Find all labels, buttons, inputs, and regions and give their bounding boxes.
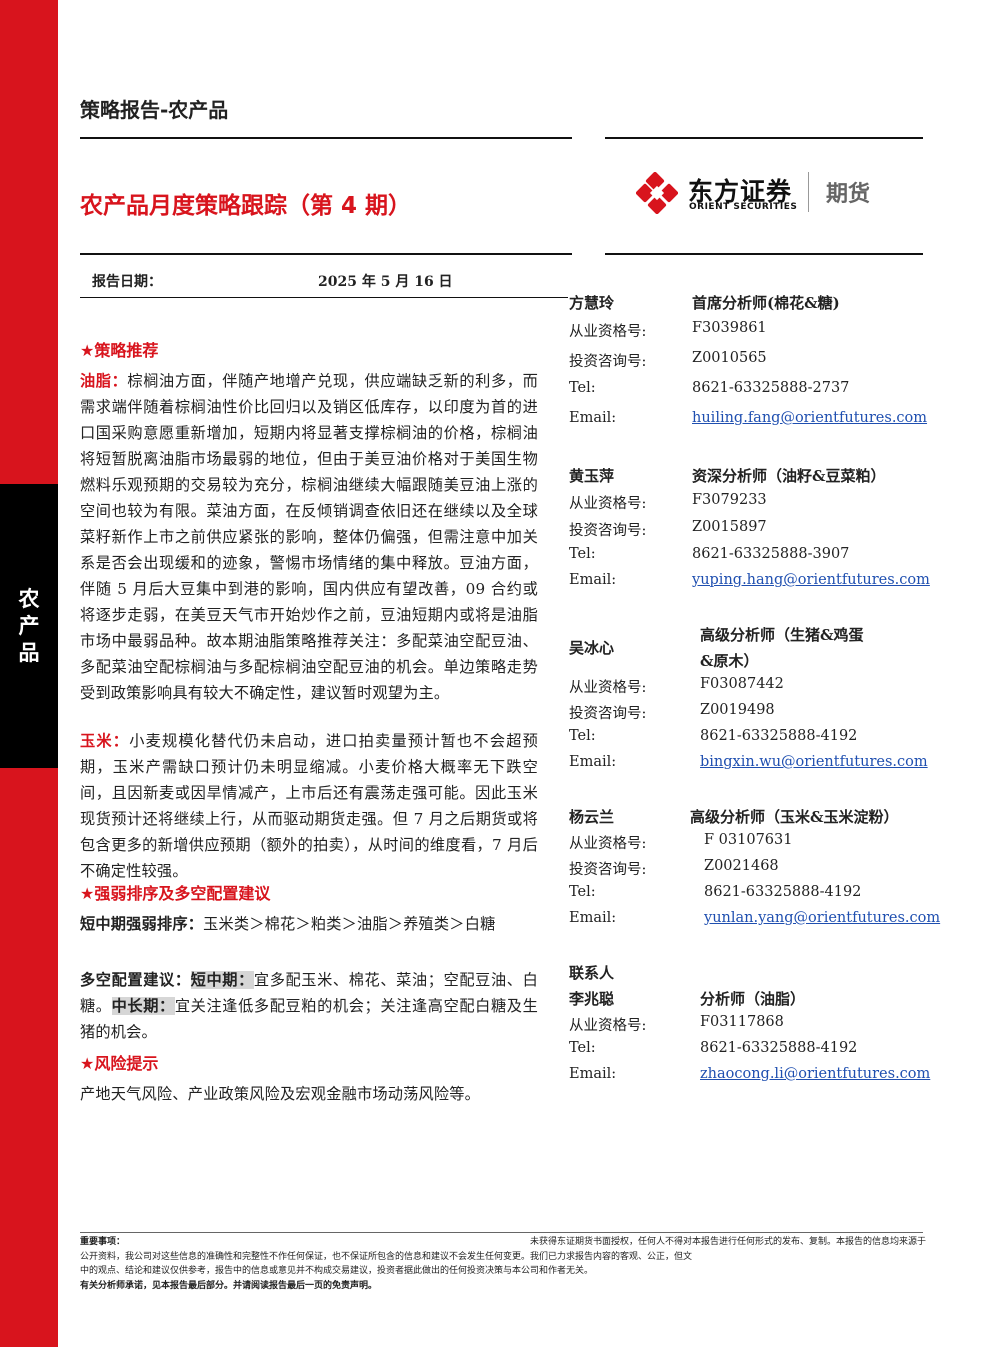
corn-paragraph: 玉米：小麦规模化替代仍未启动，进口拍卖量预计暂也不会超预期，玉米产需缺口预计仍未… — [80, 732, 538, 880]
report-date-value: 2025 年 5 月 16 日 — [318, 274, 453, 290]
tel-label: Tel: — [569, 546, 596, 562]
section-ranking-heading: ★强弱排序及多空配置建议 — [80, 884, 271, 903]
header-rule-left-top — [80, 137, 572, 139]
header-rule-right-top — [605, 137, 923, 139]
logo-divider — [808, 172, 809, 212]
email-label: Email: — [569, 754, 617, 770]
qual-value: F 03107631 — [704, 832, 793, 848]
qual-value: F03117868 — [700, 1014, 784, 1030]
analyst-role: 高级分析师（玉米&玉米淀粉） — [690, 808, 899, 826]
star-icon: ★ — [80, 884, 95, 903]
email-label: Email: — [569, 572, 617, 588]
star-icon: ★ — [80, 1054, 95, 1073]
star-icon: ★ — [80, 341, 95, 360]
qual-value: F3079233 — [692, 492, 767, 508]
analyst-role-cont: &原木） — [700, 652, 759, 670]
disclaimer-line-2: 公开资料，我公司对这些信息的准确性和完整性不作任何保证，也不保证所包含的信息和建… — [80, 1251, 693, 1262]
invest-value: Z0010565 — [692, 350, 767, 366]
invest-label: 投资咨询号: — [569, 523, 647, 539]
qual-label: 从业资格号: — [569, 836, 647, 852]
section-strategy-heading: ★策略推荐 — [80, 341, 159, 360]
invest-value: Z0019498 — [700, 702, 775, 718]
invest-label: 投资咨询号: — [569, 862, 647, 878]
invest-value: Z0015897 — [692, 519, 767, 535]
analyst-name: 黄玉萍 — [569, 467, 615, 485]
analyst-name: 杨云兰 — [569, 808, 615, 826]
report-category: 策略报告-农产品 — [80, 98, 229, 122]
qual-label: 从业资格号: — [569, 1018, 647, 1034]
invest-label: 投资咨询号: — [569, 706, 647, 722]
email-label: Email: — [569, 910, 617, 926]
tel-value: 8621-63325888-3907 — [692, 546, 850, 562]
analyst-name: 李兆聪 — [569, 990, 615, 1008]
email-link[interactable]: bingxin.wu@orientfutures.com — [700, 754, 928, 770]
date-rule — [80, 297, 568, 298]
ranking-paragraph: 短中期强弱排序：玉米类＞棉花＞粕类＞油脂＞养殖类＞白糖 — [80, 915, 496, 933]
allocation-paragraph: 多空配置建议：短中期：宜多配玉米、棉花、菜油；空配豆油、白糖。中长期：宜关注逢低… — [80, 971, 538, 1041]
disclaimer-line-3: 中的观点、结论和建议仅供参考，报告中的信息或意见并不构成交易建议，投资者据此做出… — [80, 1266, 594, 1276]
qual-label: 从业资格号: — [569, 496, 647, 512]
email-link[interactable]: yuping.hang@orientfutures.com — [692, 572, 930, 588]
header-rule-left-bottom — [80, 253, 572, 255]
footer-rule — [80, 1232, 923, 1233]
category-tab — [0, 484, 58, 768]
invest-value: Z0021468 — [704, 858, 779, 874]
section-risk-heading: ★风险提示 — [80, 1054, 159, 1073]
disclaimer: 重要事项： 未获得东证期货书面授权，任何人不得对本报告进行任何形式的发布、复制。… — [80, 1235, 926, 1293]
qual-label: 从业资格号: — [569, 324, 647, 340]
invest-label: 投资咨询号: — [569, 354, 647, 370]
logo-futures-label: 期货 — [826, 182, 871, 207]
orient-logo-icon — [636, 172, 678, 214]
contact-heading: 联系人 — [569, 964, 615, 982]
analyst-role: 首席分析师(棉花&糖) — [692, 294, 840, 312]
analyst-column: 方慧玲 首席分析师(棉花&糖) 从业资格号: F3039861 投资咨询号: Z… — [569, 292, 940, 1222]
report-title: 农产品月度策略跟踪（第 4 期） — [80, 193, 412, 219]
tel-value: 8621-63325888-4192 — [704, 884, 862, 900]
tel-label: Tel: — [569, 884, 596, 900]
logo-english-name: ORIENT SECURITIES — [689, 202, 798, 212]
disclaimer-line-4: 有关分析师承诺，见本报告最后部分。并请阅读报告最后一页的免责声明。 — [80, 1280, 378, 1291]
analyst-role: 高级分析师（生猪&鸡蛋 — [700, 626, 864, 644]
tel-label: Tel: — [569, 728, 596, 744]
tel-value: 8621-63325888-4192 — [700, 1040, 858, 1056]
qual-label: 从业资格号: — [569, 680, 647, 696]
qual-value: F03087442 — [700, 676, 784, 692]
side-category-label: 农 产 品 — [18, 587, 40, 665]
email-label: Email: — [569, 410, 617, 426]
header-rule-right-bottom — [605, 253, 923, 255]
analyst-role: 分析师（油脂） — [700, 990, 806, 1008]
tel-value: 8621-63325888-2737 — [692, 380, 850, 396]
tel-label: Tel: — [569, 380, 596, 396]
tel-label: Tel: — [569, 1040, 596, 1056]
analyst-name: 吴冰心 — [569, 639, 615, 657]
email-link[interactable]: yunlan.yang@orientfutures.com — [704, 910, 941, 926]
risk-paragraph: 产地天气风险、产业政策风险及宏观金融市场动荡风险等。 — [80, 1085, 481, 1103]
disclaimer-line-1: 重要事项： 未获得东证期货书面授权，任何人不得对本报告进行任何形式的发布、复制。… — [80, 1237, 926, 1247]
analyst-name: 方慧玲 — [569, 294, 615, 312]
report-date-label: 报告日期： — [92, 274, 162, 290]
qual-value: F3039861 — [692, 320, 767, 336]
email-link[interactable]: zhaocong.li@orientfutures.com — [700, 1066, 931, 1082]
tel-value: 8621-63325888-4192 — [700, 728, 858, 744]
logo-chinese-name: 东方证券 — [688, 177, 793, 206]
email-label: Email: — [569, 1066, 617, 1082]
analyst-role: 资深分析师（油籽&豆菜粕） — [692, 467, 886, 485]
oil-paragraph: 油脂：棕榈油方面，伴随产地增产兑现，供应端缺乏新的利多，而需求端伴随着棕榈油性价… — [80, 372, 538, 702]
email-link[interactable]: huiling.fang@orientfutures.com — [692, 410, 928, 426]
